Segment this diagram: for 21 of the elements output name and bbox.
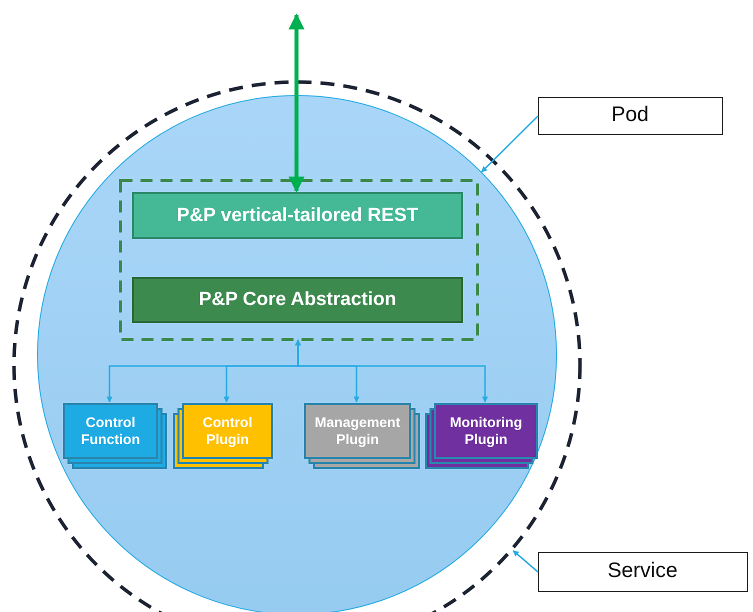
stacked-plugin-box [425, 403, 538, 469]
box-label: Management Plugin [314, 412, 402, 449]
layer-box [132, 277, 463, 323]
box-label: Control Plugin [202, 412, 254, 449]
box-label: P&P vertical-tailored REST [176, 204, 420, 228]
layer-box [132, 192, 463, 239]
callout-text: Service [606, 558, 679, 584]
arrow [288, 13, 304, 193]
stacked-plugin-box [63, 403, 167, 469]
dashed-group-box [119, 179, 479, 341]
callout-box [538, 552, 748, 592]
box-label: Monitoring Plugin [448, 412, 524, 449]
leader-line [481, 115, 539, 172]
box-label: Control Function [80, 412, 142, 449]
leader-line [512, 550, 538, 573]
arrow [295, 339, 488, 403]
callout-box [538, 97, 723, 135]
stacked-plugin-box [304, 403, 420, 469]
stacked-plugin-box [173, 403, 273, 469]
box-label: P&P Core Abstraction [198, 288, 398, 312]
callout-text: Pod [610, 102, 650, 128]
